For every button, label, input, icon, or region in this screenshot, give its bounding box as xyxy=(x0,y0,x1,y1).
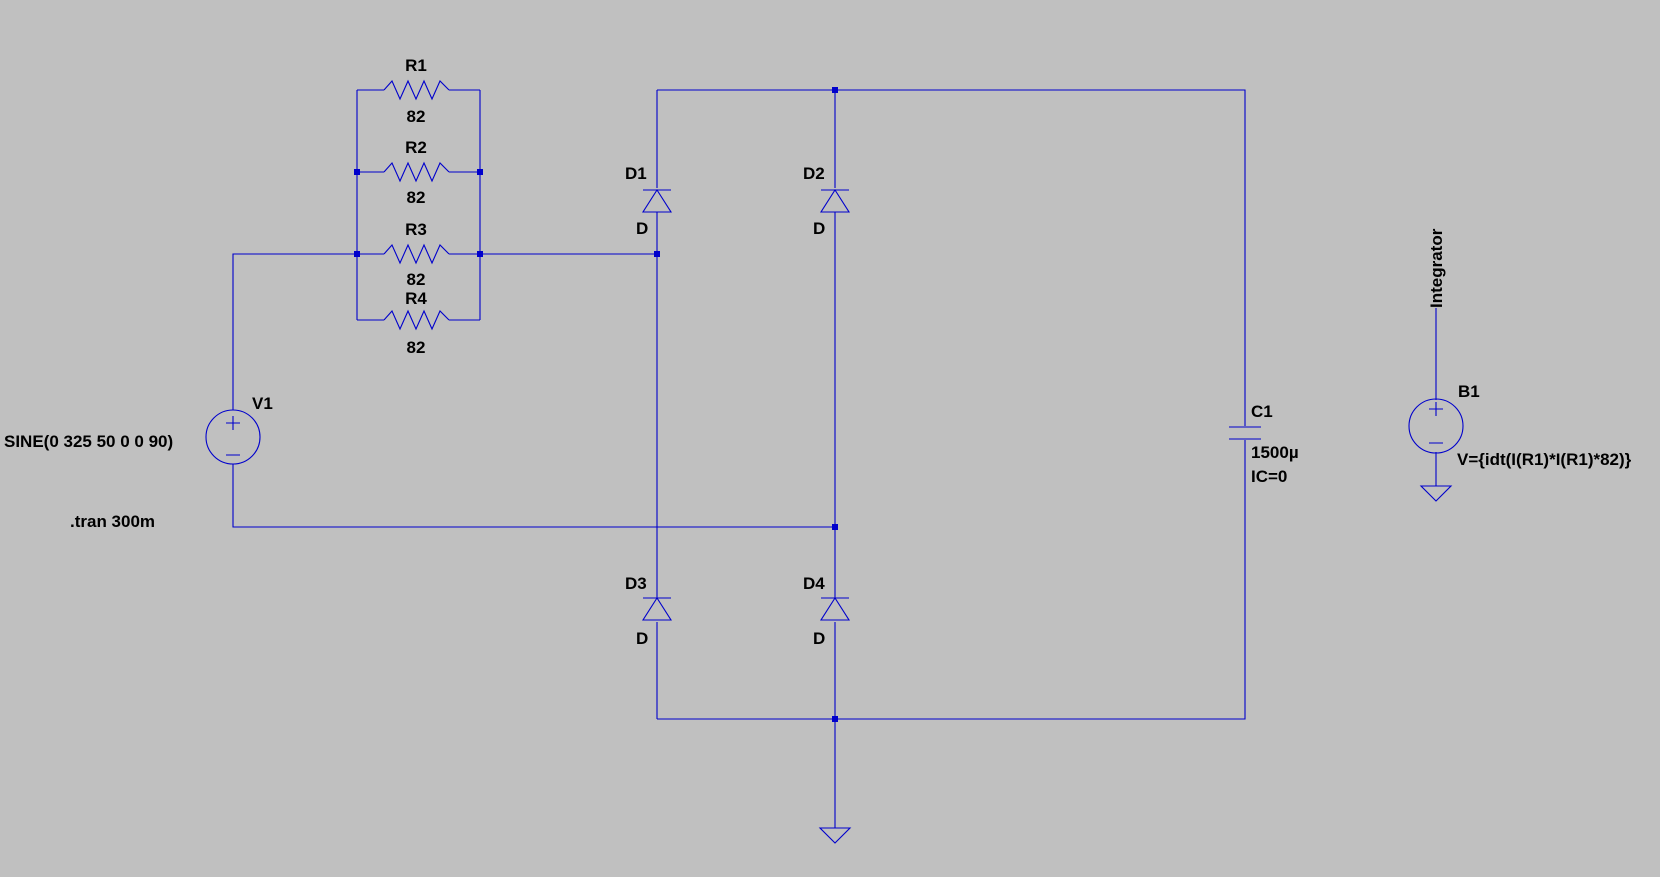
d2-model: D xyxy=(813,219,825,238)
wire-bottom-rail[interactable] xyxy=(657,440,1246,720)
r3-ref: R3 xyxy=(405,220,427,239)
r4-ref: R4 xyxy=(405,289,427,308)
c1-ic: IC=0 xyxy=(1251,467,1287,486)
diode-triangle-bar-icon xyxy=(819,188,851,213)
diode-d2[interactable]: D2 D xyxy=(803,164,851,238)
r1-value: 82 xyxy=(407,107,426,126)
r2-ref: R2 xyxy=(405,138,427,157)
junction-dot xyxy=(354,251,360,257)
v1-value: SINE(0 325 50 0 0 90) xyxy=(4,432,173,451)
r3-value: 82 xyxy=(407,270,426,289)
wire-v1-bottom[interactable] xyxy=(232,464,835,528)
diode-triangle-bar-icon xyxy=(641,188,673,213)
junction-dot xyxy=(654,251,660,257)
r2-value: 82 xyxy=(407,188,426,207)
r1-ref: R1 xyxy=(405,56,427,75)
r4-value: 82 xyxy=(407,338,426,357)
net-label-integrator[interactable]: Integrator xyxy=(1427,228,1446,308)
tran-directive[interactable]: .tran 300m xyxy=(70,512,155,531)
capacitor-c1[interactable]: C1 1500µ IC=0 xyxy=(1229,402,1299,486)
resistor-r2[interactable]: R2 82 xyxy=(383,138,450,207)
ground-triangle-icon xyxy=(818,827,852,844)
c1-ref: C1 xyxy=(1251,402,1273,421)
d1-ref: D1 xyxy=(625,164,647,183)
d2-ref: D2 xyxy=(803,164,825,183)
d4-ref: D4 xyxy=(803,574,825,593)
junction-dot xyxy=(832,524,838,530)
wire-r-right-rail[interactable] xyxy=(449,89,481,321)
zigzag-resistor-icon xyxy=(383,243,450,265)
junction-dot xyxy=(477,251,483,257)
wire-v1-top[interactable] xyxy=(232,253,357,410)
v1-ref: V1 xyxy=(252,394,273,413)
d3-model: D xyxy=(636,629,648,648)
junctions xyxy=(354,87,838,722)
voltage-source-v1[interactable]: V1 SINE(0 325 50 0 0 90) xyxy=(4,394,273,465)
resistor-r1[interactable]: R1 82 xyxy=(383,56,450,126)
diode-d1[interactable]: D1 D xyxy=(625,164,673,238)
junction-dot xyxy=(832,716,838,722)
parallel-plates-capacitor-icon xyxy=(1229,426,1261,440)
circle-plus-minus-icon xyxy=(205,409,261,465)
junction-dot xyxy=(354,169,360,175)
diode-triangle-bar-icon xyxy=(641,596,673,621)
junction-dot xyxy=(477,169,483,175)
d4-model: D xyxy=(813,629,825,648)
wires xyxy=(232,89,1437,828)
c1-value: 1500µ xyxy=(1251,443,1299,462)
zigzag-resistor-icon xyxy=(383,161,450,183)
zigzag-resistor-icon xyxy=(383,79,450,101)
diode-d4[interactable]: D4 D xyxy=(803,574,851,648)
b1-value: V={idt(I(R1)*I(R1)*82)} xyxy=(1457,450,1632,469)
diode-triangle-bar-icon xyxy=(819,596,851,621)
circle-plus-minus-icon xyxy=(1408,398,1464,454)
wire-top-rail[interactable] xyxy=(657,89,1246,426)
diode-d3[interactable]: D3 D xyxy=(625,574,673,648)
junction-dot xyxy=(832,87,838,93)
resistor-r4[interactable]: R4 82 xyxy=(383,289,450,357)
b1-ref: B1 xyxy=(1458,382,1480,401)
behavioral-source-b1[interactable]: B1 V={idt(I(R1)*I(R1)*82)} xyxy=(1408,382,1632,469)
d3-ref: D3 xyxy=(625,574,647,593)
zigzag-resistor-icon xyxy=(383,309,450,331)
ground-triangle-icon xyxy=(1419,485,1453,502)
resistor-r3[interactable]: R3 82 xyxy=(383,220,450,289)
d1-model: D xyxy=(636,219,648,238)
wire-r-left-rail[interactable] xyxy=(356,89,384,321)
